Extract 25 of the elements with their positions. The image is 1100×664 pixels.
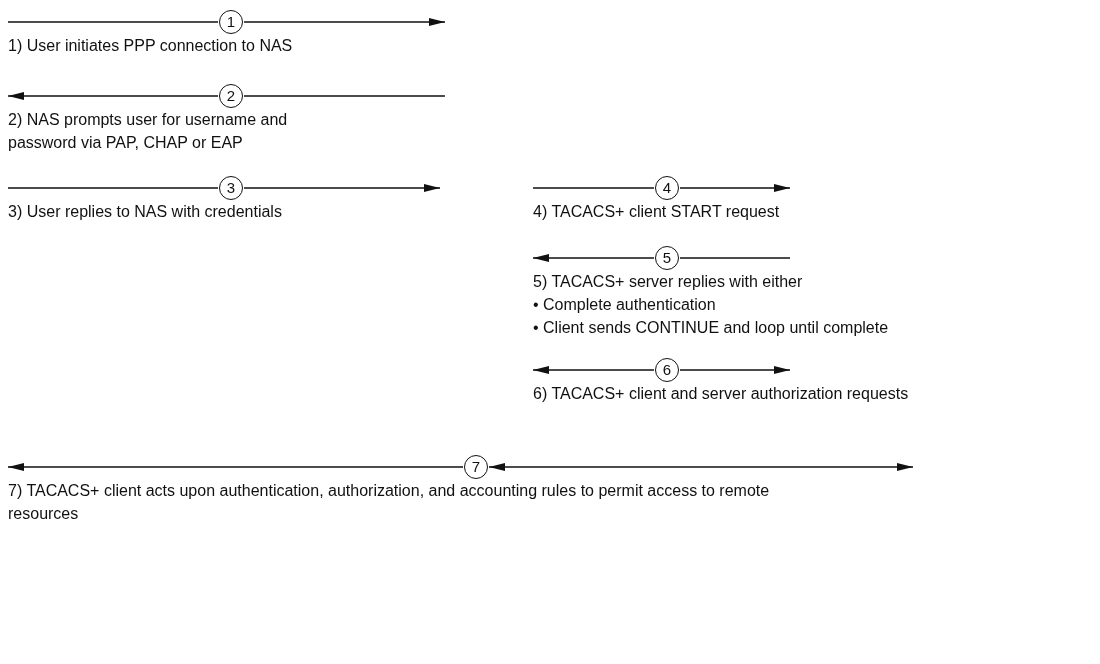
step-number-circle: 3 <box>219 176 243 200</box>
arrow <box>243 184 441 192</box>
arrow <box>679 184 791 192</box>
arrow <box>532 254 655 262</box>
step-caption: 5) TACACS+ server replies with either <box>533 272 803 292</box>
arrow <box>7 463 464 471</box>
arrow <box>532 366 655 374</box>
arrow <box>679 366 791 374</box>
step-caption: 1) User initiates PPP connection to NAS <box>8 36 293 56</box>
step-caption: 4) TACACS+ client START request <box>533 202 780 222</box>
step-caption: 6) TACACS+ client and server authorization requests <box>533 384 909 404</box>
step-caption: • Complete authentication <box>533 295 716 315</box>
step-number-circle: 7 <box>464 455 488 479</box>
step-caption: 7) TACACS+ client acts upon authentication, authorization, and accounting rules to permit access to remote resources <box>8 481 771 524</box>
arrow <box>488 463 914 471</box>
arrow <box>7 92 219 100</box>
step-caption: 2) NAS prompts user for username and password via PAP, CHAP or EAP <box>8 110 289 153</box>
step-caption: 3) User replies to NAS with credentials <box>8 202 282 222</box>
step-caption: • Client sends CONTINUE and loop until complete <box>533 318 889 338</box>
step-number-circle: 4 <box>655 176 679 200</box>
step-number-circle: 6 <box>655 358 679 382</box>
step-number-circle: 2 <box>219 84 243 108</box>
arrow <box>243 18 446 26</box>
step-number-circle: 5 <box>655 246 679 270</box>
step-number-circle: 1 <box>219 10 243 34</box>
